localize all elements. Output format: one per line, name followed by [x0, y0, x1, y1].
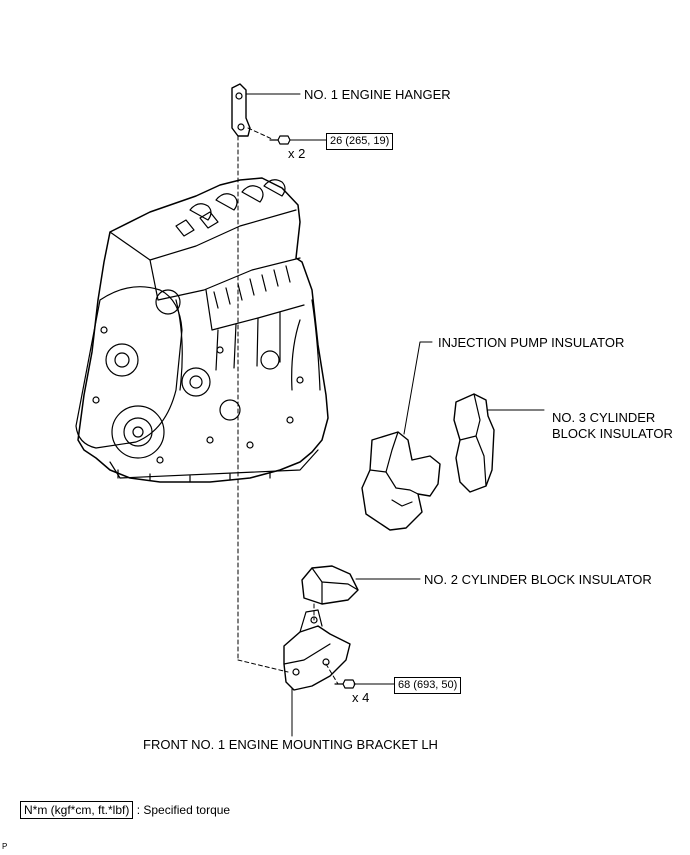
hanger-bolt — [269, 135, 291, 145]
injection-pump-insulator-label: INJECTION PUMP INSULATOR — [438, 335, 625, 350]
bracket-bolt-quantity: x 4 — [352, 690, 370, 705]
hanger-bolt-torque: 26 (265, 19) — [326, 133, 394, 150]
no2-insulator-label: NO. 2 CYLINDER BLOCK INSULATOR — [424, 572, 652, 587]
torque-unit-box: N*m (kgf*cm, ft.*lbf) — [20, 801, 134, 819]
bracket-bolt — [334, 679, 356, 689]
bracket-bolt-torque: 68 (693, 50) — [394, 677, 462, 694]
mounting-bracket-part — [283, 609, 351, 691]
corner-mark: P — [2, 842, 8, 851]
mounting-bracket-label: FRONT NO. 1 ENGINE MOUNTING BRACKET LH — [143, 737, 438, 752]
torque-legend-text: : Specified torque — [136, 803, 231, 817]
no2-cylinder-block-insulator-part — [301, 565, 359, 605]
assembly-guide-lines — [237, 127, 339, 685]
leader-lines — [245, 93, 545, 737]
no3-insulator-label-line1: NO. 3 CYLINDER — [552, 410, 656, 425]
no3-insulator-label-line2: BLOCK INSULATOR — [552, 426, 673, 441]
no3-cylinder-block-insulator-part — [453, 393, 495, 493]
engine-assembly — [75, 177, 329, 483]
engine-hanger-part — [231, 83, 251, 137]
engine-hanger-label: NO. 1 ENGINE HANGER — [304, 87, 451, 102]
torque-legend: N*m (kgf*cm, ft.*lbf) : Specified torque — [20, 801, 231, 819]
hanger-bolt-quantity: x 2 — [288, 146, 306, 161]
injection-pump-insulator-part — [361, 431, 441, 531]
